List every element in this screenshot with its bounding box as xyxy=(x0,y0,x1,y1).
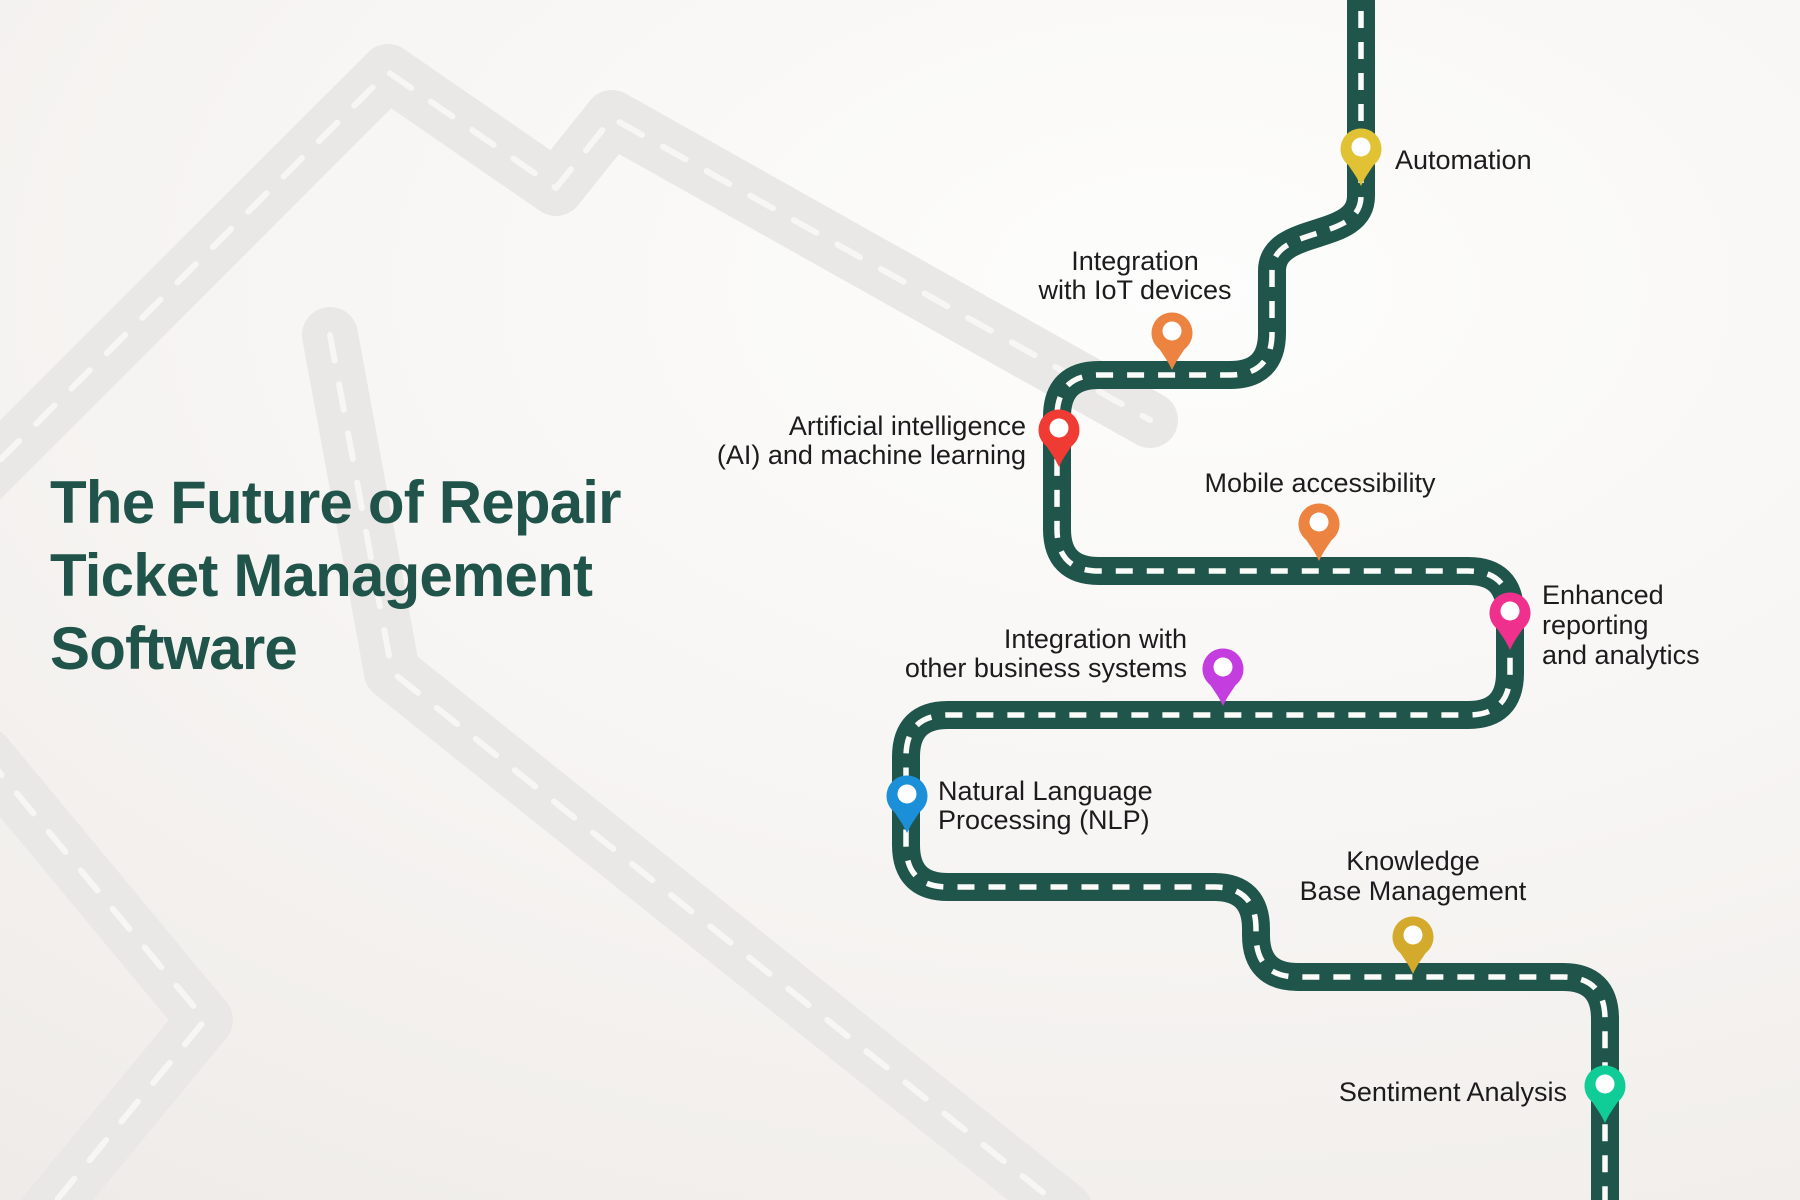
label-line: Automation xyxy=(1395,145,1532,175)
label-line: reporting xyxy=(1542,610,1649,640)
automation-pin-icon xyxy=(1340,128,1382,186)
label-line: Mobile accessibility xyxy=(1204,468,1436,498)
label-line: Integration with xyxy=(1003,624,1187,654)
label-line: Enhanced xyxy=(1542,580,1664,610)
roadmap-road xyxy=(892,0,1619,1200)
knowledge-base-pin-icon xyxy=(1392,916,1434,974)
label-line: Artificial intelligence xyxy=(788,411,1026,441)
label-line: Knowledge xyxy=(1346,846,1480,876)
automation-label: Automation xyxy=(1395,146,1532,175)
page-title-line-1: The Future of Repair xyxy=(50,469,622,536)
road-center-dashes xyxy=(903,0,1608,1200)
iot-integration-pin-icon xyxy=(1151,312,1193,370)
label-line: Integration xyxy=(1071,246,1199,276)
watermark-road-corner xyxy=(0,731,233,1200)
knowledge-base-label: Knowledge Base Management xyxy=(1263,846,1563,906)
business-systems-label: Integration with other business systems xyxy=(767,625,1187,683)
business-systems-pin-icon xyxy=(1202,648,1244,706)
ai-machine-learning-label: Artificial intelligence (AI) and machine… xyxy=(606,412,1026,470)
milestone-pins xyxy=(886,128,1626,1123)
label-line: (AI) and machine learning xyxy=(716,440,1026,470)
sentiment-analysis-pin-icon xyxy=(1584,1065,1626,1123)
sentiment-analysis-label: Sentiment Analysis xyxy=(1167,1078,1567,1107)
page-title-line-2: Ticket Management xyxy=(50,542,593,609)
background-watermark-road xyxy=(0,44,1178,1200)
label-line: Processing (NLP) xyxy=(938,805,1150,835)
enhanced-reporting-label: Enhanced reporting and analytics xyxy=(1542,580,1700,670)
enhanced-reporting-pin-icon xyxy=(1489,592,1531,650)
nlp-pin-icon xyxy=(886,775,928,833)
mobile-accessibility-pin-icon xyxy=(1298,503,1340,561)
label-line: with IoT devices xyxy=(1038,275,1232,305)
watermark-road-dashes xyxy=(0,69,1153,1200)
label-line: and analytics xyxy=(1542,640,1700,670)
label-line: other business systems xyxy=(904,653,1187,683)
label-line: Base Management xyxy=(1299,876,1527,906)
mobile-accessibility-label: Mobile accessibility xyxy=(1170,469,1470,498)
page-title: The Future of Repair Ticket Management S… xyxy=(50,466,622,685)
page-title-line-3: Software xyxy=(50,615,298,682)
label-line: Natural Language xyxy=(938,776,1153,806)
label-line: Sentiment Analysis xyxy=(1338,1077,1567,1107)
ai-machine-learning-pin-icon xyxy=(1038,409,1080,467)
nlp-label: Natural Language Processing (NLP) xyxy=(938,777,1153,835)
iot-integration-label: Integration with IoT devices xyxy=(985,247,1285,305)
